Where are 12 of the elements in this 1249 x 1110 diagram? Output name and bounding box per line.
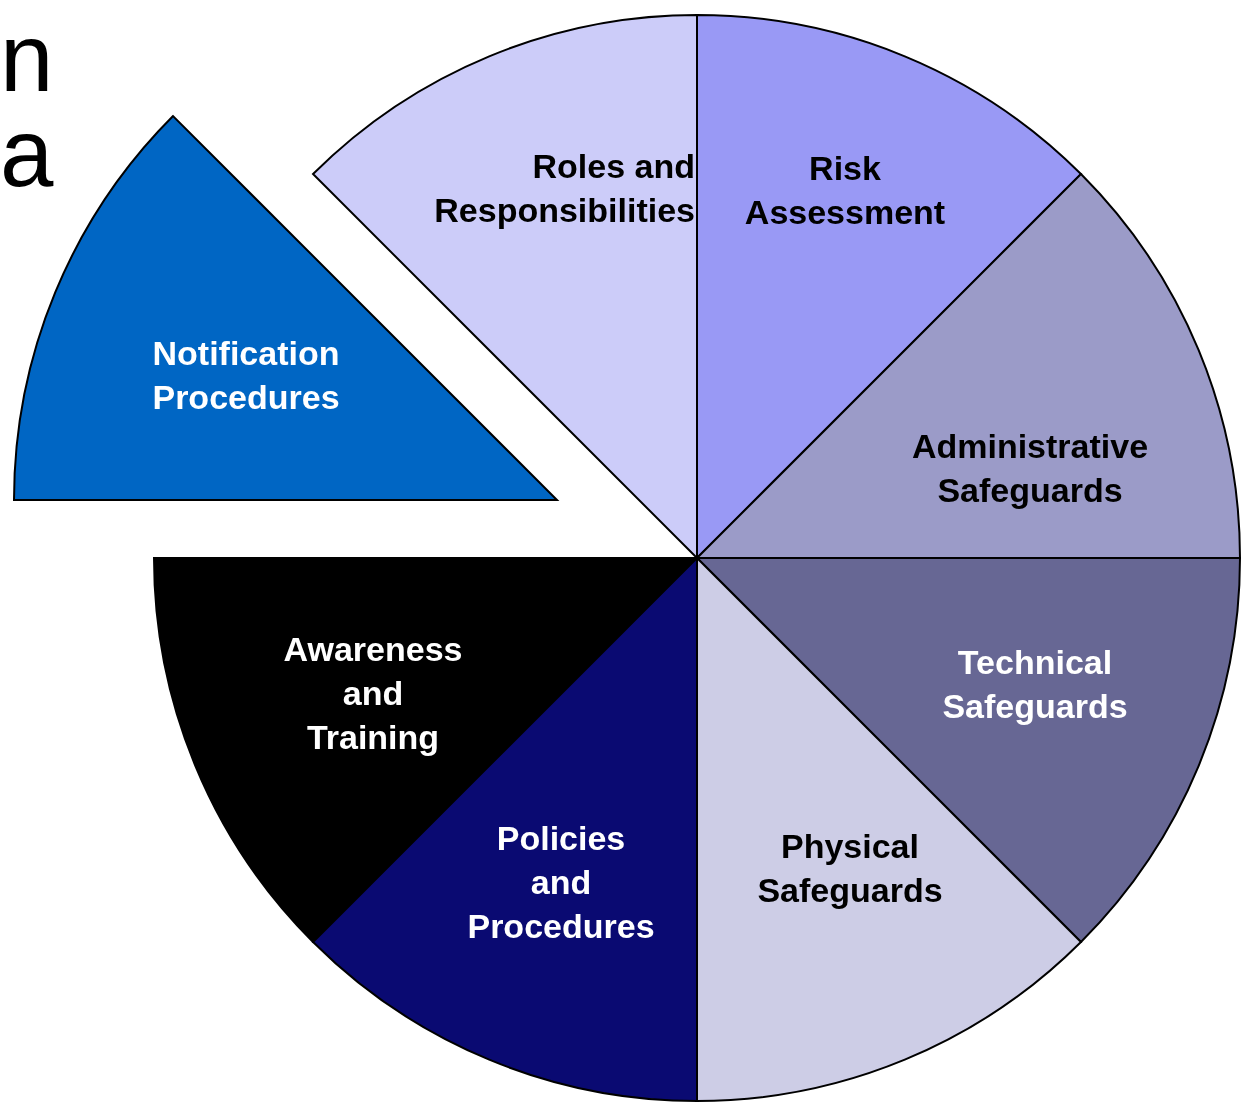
segment-label: Roles and Responsibilities: [433, 145, 695, 231]
segment-label: Administrative Safeguards: [910, 425, 1150, 511]
segment-label: Policies and Procedures: [467, 817, 655, 948]
pie-segment: [154, 558, 697, 942]
segment-label: Technical Safeguards: [941, 641, 1129, 727]
pie-segment: [697, 558, 1240, 942]
segment-label: Notification Procedures: [151, 332, 341, 418]
segment-label: Physical Safeguards: [756, 825, 944, 911]
text-fragment: n: [0, 10, 54, 106]
segment-label: Risk Assessment: [743, 147, 947, 233]
segment-label: Awareness and Training: [283, 628, 463, 759]
text-fragment: a: [0, 105, 54, 201]
